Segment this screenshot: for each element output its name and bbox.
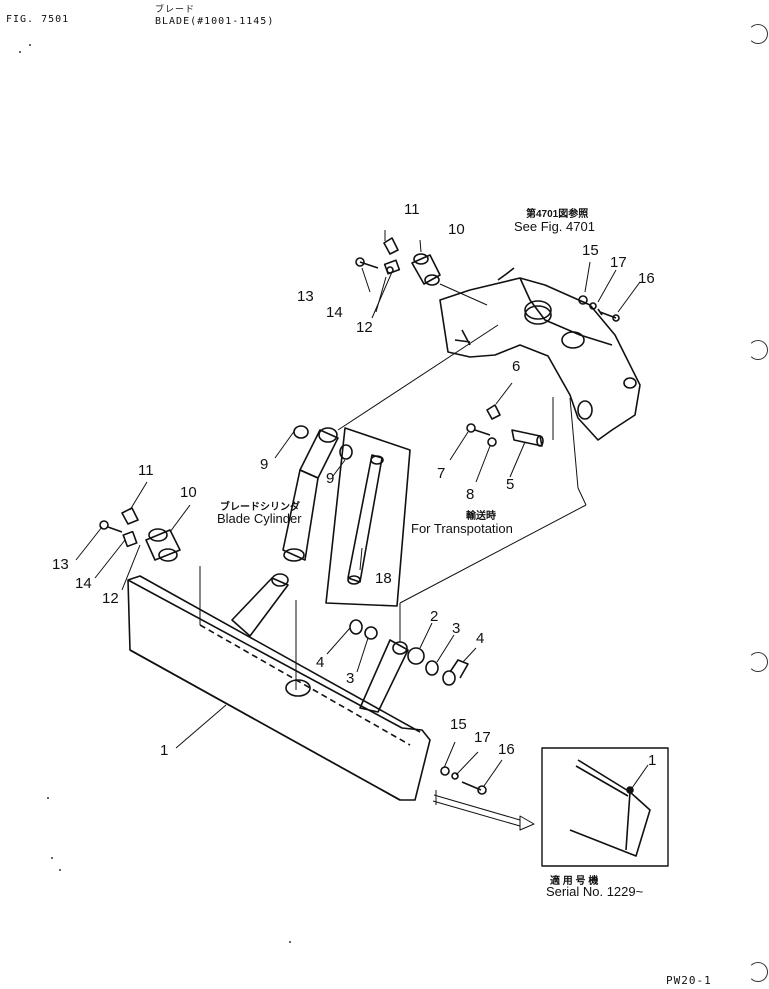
part-label-15: 15 [450,716,467,733]
blade-body [127,575,431,801]
part-label-6: 6 [512,358,521,375]
part-label-11: 11 [138,462,154,479]
part-label-16: 16 [638,270,655,287]
figure-number: FIG. 7501 [6,14,70,25]
binder-hole [748,24,768,44]
part-label-18: 18 [375,570,392,587]
pin-group-left [99,507,181,562]
part-label-4: 4 [476,630,485,647]
part-label-2: 2 [430,608,439,625]
right-push-arm [359,639,409,713]
figure-title: BLADE(#1001-1145) [155,16,275,27]
cylinder-caption: Blade Cylinder [217,511,302,526]
cylinder-caption-jp: ブレードシリンダ [220,502,300,513]
transport-pin [466,404,544,447]
part-label-10: 10 [448,221,465,238]
part-label-1: 1 [648,752,657,769]
see-fig-caption: See Fig. 4701 [514,219,595,234]
part-label-7: 7 [437,465,446,482]
part-label-1: 1 [160,742,169,759]
title-japanese: ブレード [155,5,196,15]
page-code: PW20-1 [666,974,712,987]
part-label-9: 9 [326,470,335,487]
part-label-3: 3 [452,620,461,637]
blade-cylinder [282,425,353,562]
see-fig-caption-jp: 第4701図参照 [526,209,589,220]
part-label-9: 9 [260,456,269,473]
pin-group-center [349,619,469,686]
inset-detail [541,747,669,867]
part-label-11: 11 [404,201,420,218]
left-push-arm [231,577,289,637]
part-label-3: 3 [346,670,355,687]
frame-bracket [439,267,641,441]
part-label-12: 12 [356,319,373,336]
part-label-12: 12 [102,590,119,607]
transport-bar-box [325,427,411,607]
pin-group-top [355,237,441,286]
part-label-10: 10 [180,484,197,501]
part-label-5: 5 [506,476,515,493]
transport-caption-jp: 輸送時 [466,511,496,522]
binder-hole [748,962,768,982]
part-label-13: 13 [52,556,69,573]
transport-caption: For Transpotation [411,521,513,536]
binder-hole [748,652,768,672]
part-label-13: 13 [297,288,314,305]
part-label-4: 4 [316,654,325,671]
part-label-16: 16 [498,741,515,758]
serial-caption: Serial No. 1229~ [546,884,644,899]
part-label-15: 15 [582,242,599,259]
part-label-14: 14 [75,575,92,592]
binder-hole [748,340,768,360]
part-label-17: 17 [610,254,627,271]
part-label-8: 8 [466,486,475,503]
part-label-17: 17 [474,729,491,746]
serial-caption-jp: 適 用 号 機 [550,876,599,887]
part-label-14: 14 [326,304,343,321]
